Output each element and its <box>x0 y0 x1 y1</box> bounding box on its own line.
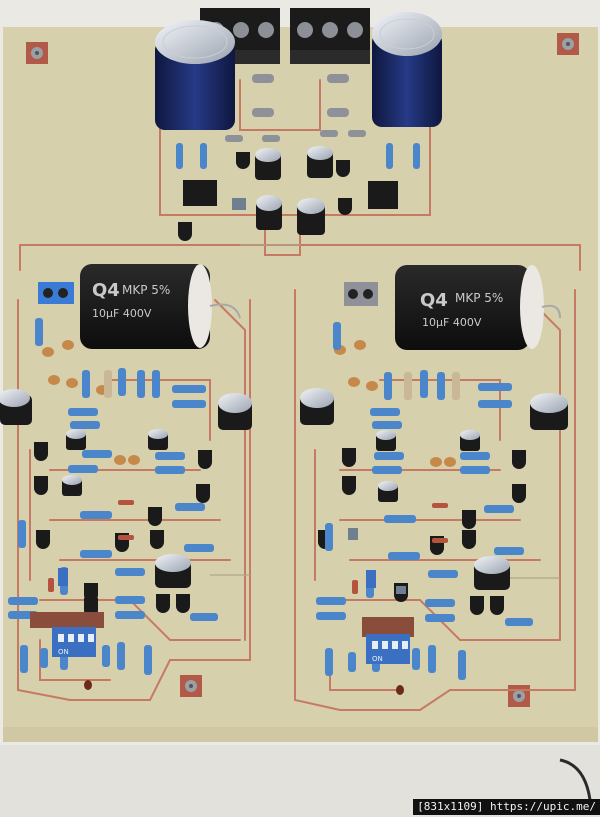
small-electrolytic-capacitor <box>255 146 333 235</box>
capacitor-brand: Q4 <box>420 290 448 311</box>
screw-icon <box>180 675 202 697</box>
capacitor-rating: 10µF 400V <box>92 307 152 320</box>
film-capacitor-right <box>344 265 561 350</box>
resistor <box>104 370 460 400</box>
voltage-regulator <box>183 152 398 215</box>
resistor <box>8 143 533 680</box>
screw-icon <box>508 685 530 707</box>
electrolytic-capacitor <box>155 20 235 130</box>
dip-switch <box>30 612 104 657</box>
capacitor-rating: 10µF 400V <box>422 316 482 329</box>
electrolytic-capacitor <box>372 12 442 127</box>
screw-icon <box>557 33 579 55</box>
watermark-text: [831x1109] https://upic.me/ <box>413 799 600 815</box>
diode <box>225 74 366 142</box>
dip-switch-label: ON <box>58 648 69 656</box>
screw-icon <box>26 42 48 64</box>
electrolytic-capacitor <box>0 388 568 590</box>
trimmer <box>396 586 406 594</box>
capacitor-brand: Q4 <box>92 280 120 301</box>
component-leads <box>210 244 592 801</box>
diode <box>48 500 448 594</box>
trimmer <box>366 570 376 588</box>
capacitor-spec: MKP 5% <box>455 291 503 305</box>
dip-switch <box>362 617 414 664</box>
trimmer <box>348 528 358 540</box>
terminal-block <box>290 8 370 64</box>
trimmer <box>232 198 246 210</box>
dip-switch-label: ON <box>372 655 383 663</box>
capacitor-spec: MKP 5% <box>122 283 170 297</box>
film-capacitor-left <box>38 264 241 349</box>
trimmer <box>58 568 68 586</box>
